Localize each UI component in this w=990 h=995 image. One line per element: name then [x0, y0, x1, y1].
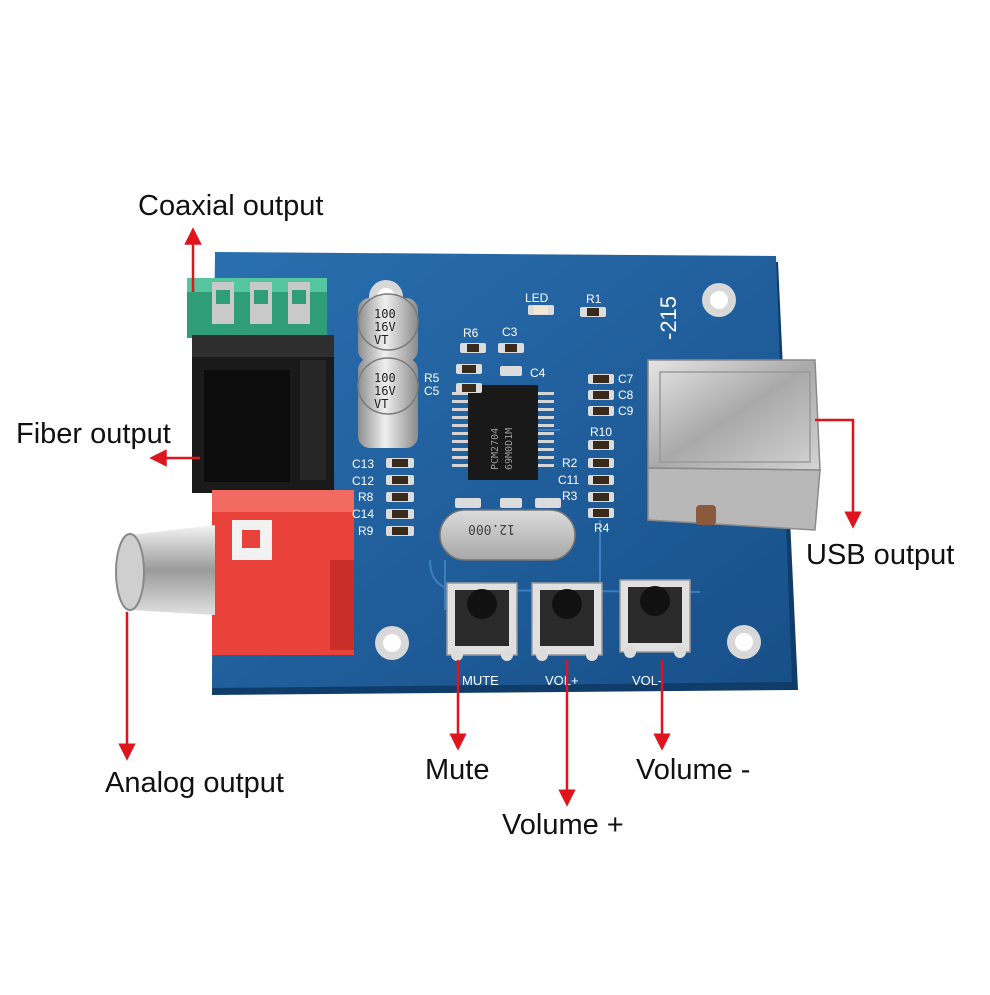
label-c3: C3	[502, 325, 518, 339]
label-c11: C11	[558, 473, 579, 487]
usb-b-connector	[647, 359, 821, 531]
label-c5: C5	[424, 384, 440, 398]
label-r4: R4	[594, 521, 610, 535]
analog-rca-jack	[115, 490, 354, 655]
cap-marking-3: VT	[374, 333, 388, 347]
callout-usb-output: USB output	[806, 539, 955, 571]
callout-fiber-output: Fiber output	[16, 418, 171, 450]
label-r8: R8	[358, 490, 374, 504]
label-r3: R3	[562, 489, 578, 503]
label-c13: C13	[352, 457, 374, 471]
tactile-buttons: MUTE VOL+ VOL-	[446, 579, 691, 688]
label-vol-up-button: VOL+	[545, 673, 579, 688]
cap-marking-1: 100	[374, 307, 396, 321]
volume-down-button	[619, 579, 691, 658]
cap-marking-5: 16V	[374, 384, 396, 398]
label-mute-button: MUTE	[462, 673, 499, 688]
fiber-jack	[192, 335, 334, 493]
label-r9: R9	[358, 524, 374, 538]
label-r5: R5	[424, 371, 440, 385]
cap-marking-2: 16V	[374, 320, 396, 334]
callout-volume-up: Volume +	[502, 809, 624, 841]
label-r2: R2	[562, 456, 578, 470]
label-c9: C9	[618, 404, 634, 418]
label-led: LED	[525, 291, 549, 305]
label-c4: C4	[530, 366, 546, 380]
cap-marking-4: 100	[374, 371, 396, 385]
label-c7: C7	[618, 372, 634, 386]
label-r1: R1	[586, 292, 602, 306]
electrolytic-capacitors: 100 16V VT 100 16V VT	[357, 293, 419, 448]
callout-analog-output: Analog output	[105, 767, 284, 799]
label-c14: C14	[352, 507, 374, 521]
crystal-marking: 12.000	[468, 521, 515, 536]
cap-marking-6: VT	[374, 397, 388, 411]
callout-coaxial-output: Coaxial output	[138, 190, 324, 222]
chip-marking-1: PCM2704	[490, 428, 501, 470]
volume-up-button	[531, 582, 603, 661]
label-r10: R10	[590, 425, 612, 439]
callout-mute: Mute	[425, 754, 490, 786]
pcm2704-chip: PCM2704 69M0D1M	[452, 385, 554, 480]
crystal-oscillator: 12.000	[439, 509, 576, 561]
label-vol-down-button: VOL-	[632, 673, 662, 688]
arrow-usb	[815, 418, 862, 529]
label-c8: C8	[618, 388, 634, 402]
callout-arrows	[118, 227, 862, 807]
smd-components	[386, 305, 614, 536]
label-c12: C12	[352, 474, 374, 488]
chip-marking-2: 69M0D1M	[504, 428, 515, 470]
callout-volume-down: Volume -	[636, 754, 751, 786]
mute-button	[446, 582, 518, 661]
coaxial-jack	[187, 278, 327, 338]
label-model-marking: -215	[656, 296, 681, 340]
label-r6: R6	[463, 326, 479, 340]
silkscreen-labels: LED R1 R6 C3 C4 R5 C5 C7 C8 C9 R10 R2 C1…	[352, 291, 681, 538]
